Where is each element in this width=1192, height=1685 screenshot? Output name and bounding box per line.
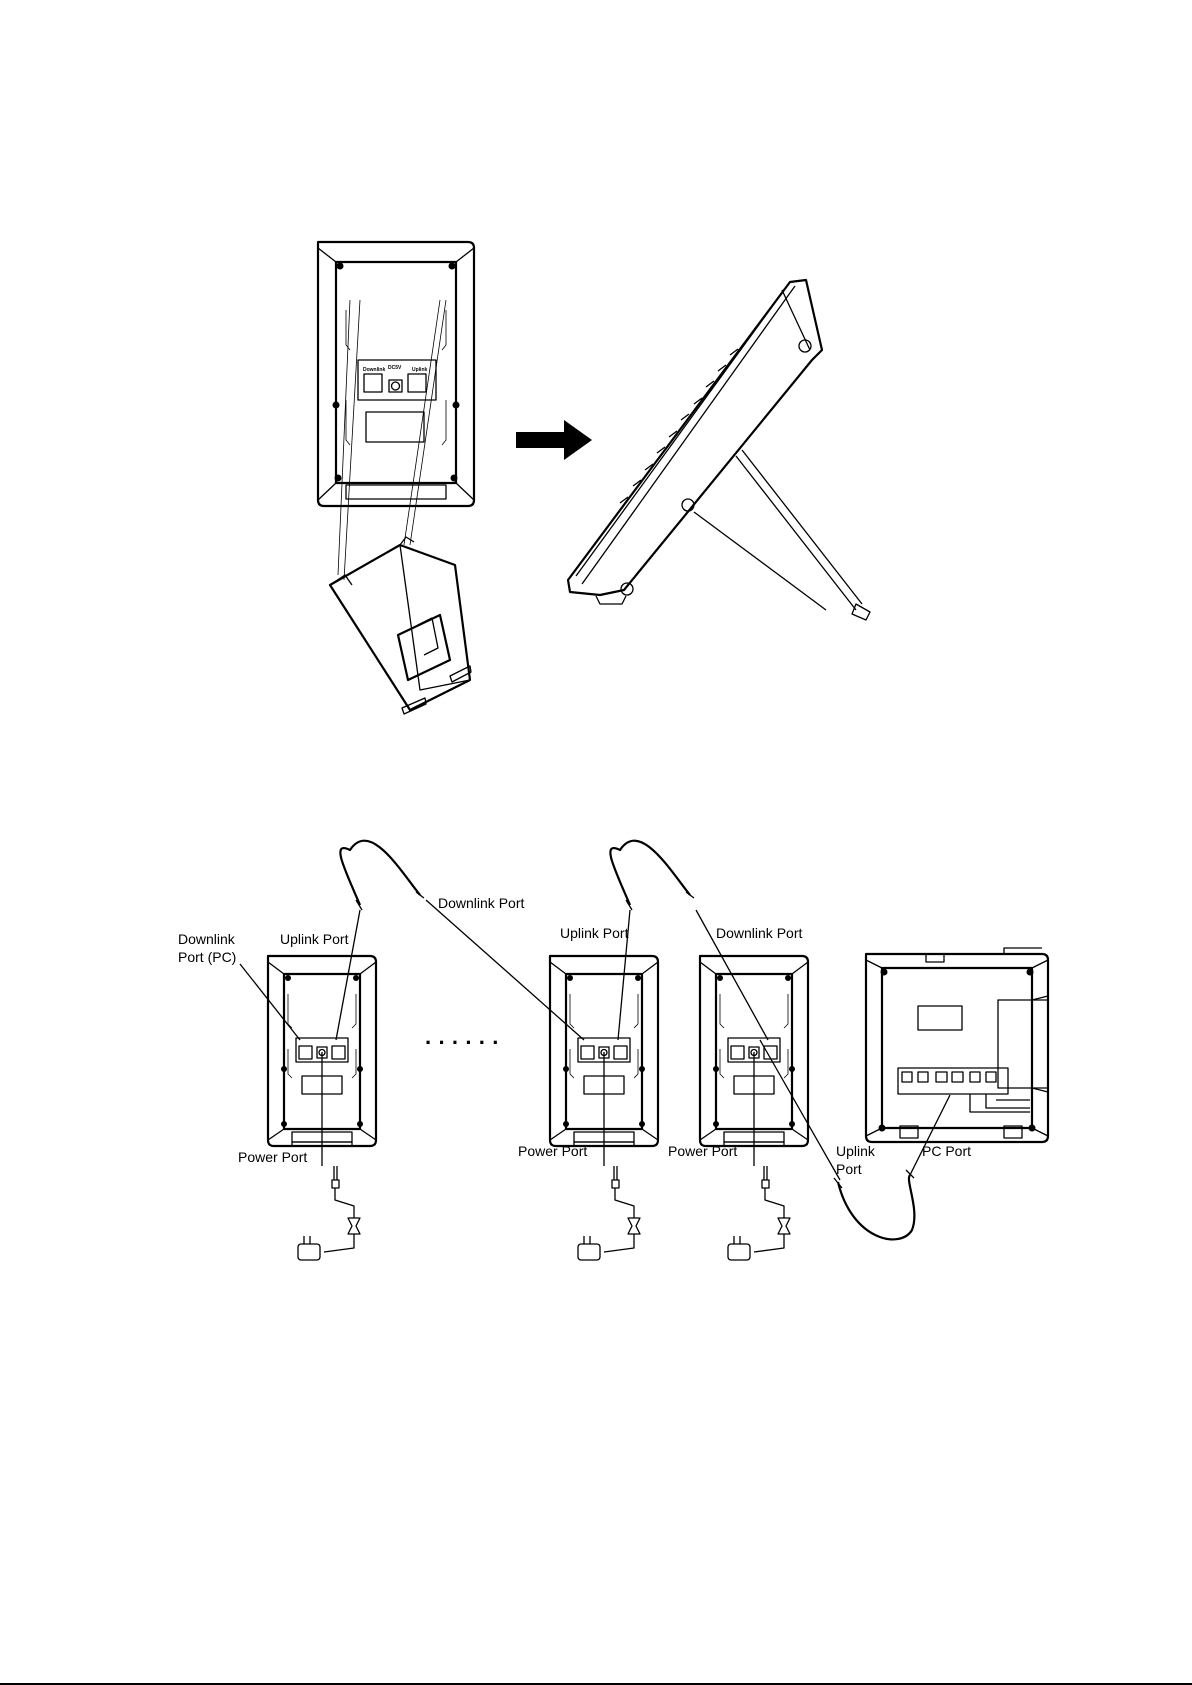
cable-1: [336, 841, 584, 1040]
label-downlink-port-pc-line2: Port (PC): [178, 949, 236, 965]
label-pc-port: PC Port: [922, 1143, 971, 1159]
label-uplink-port-bottom-line1: Uplink: [836, 1143, 876, 1159]
label-downlink-port-pc-line1: Downlink: [178, 931, 236, 947]
mount-label-uplink: Uplink: [412, 367, 427, 373]
label-downlink-port-top: Downlink Port: [438, 895, 524, 911]
label-power-port-3: Power Port: [668, 1143, 737, 1159]
module-side-view: [568, 280, 870, 620]
cable-3: [760, 1040, 950, 1239]
mount-label-dc: DC5V: [388, 365, 402, 371]
power-adapter-2: [578, 1166, 640, 1260]
label-downlink-port-2: Downlink Port: [716, 925, 802, 941]
ip-phone-back: [866, 948, 1048, 1142]
label-uplink-port-bottom-line2: Port: [836, 1161, 862, 1177]
power-adapter-3: [728, 1166, 790, 1260]
label-uplink-port-2: Uplink Port: [560, 925, 629, 941]
label-power-port-2: Power Port: [518, 1143, 587, 1159]
ellipsis: · · · · · ·: [425, 1030, 500, 1055]
label-uplink-port-1: Uplink Port: [280, 931, 349, 947]
label-power-port-1: Power Port: [238, 1149, 307, 1165]
module-back-with-stand: Downlink DC5V Uplink: [318, 242, 474, 714]
arrow-right-icon: [516, 420, 592, 460]
mount-label-downlink: Downlink: [363, 367, 385, 373]
power-adapter-1: [298, 1166, 360, 1260]
